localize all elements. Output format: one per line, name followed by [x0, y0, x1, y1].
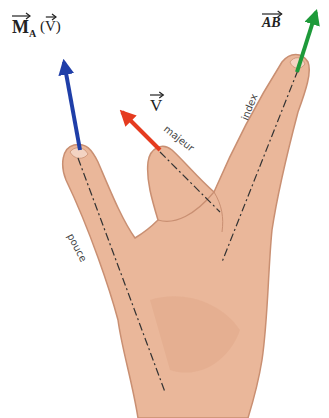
vector-symbol: V [150, 97, 162, 114]
hand-shape [63, 55, 310, 418]
ab-vector [297, 12, 316, 72]
axis-line [78, 158, 165, 392]
finger-name: majeur [162, 124, 196, 154]
finger-crease [214, 192, 223, 232]
vector-arrow-shaft [150, 94, 163, 95]
vector-arrow-shaft [12, 15, 30, 16]
subscript: A [29, 29, 36, 39]
vector-symbol: M [12, 18, 29, 36]
finger-crease [158, 192, 214, 221]
vector-arrow-shaft [262, 13, 282, 14]
vector-symbol: AB [262, 16, 281, 30]
finger-name: pouce [65, 232, 88, 264]
velocity-vector [122, 112, 160, 150]
axis-line [222, 70, 298, 262]
axis-line [160, 152, 220, 212]
moment-vector [64, 62, 80, 150]
vector-symbol: (V) [40, 19, 61, 34]
finger-name: index [240, 93, 260, 122]
palm-shade [150, 296, 240, 372]
